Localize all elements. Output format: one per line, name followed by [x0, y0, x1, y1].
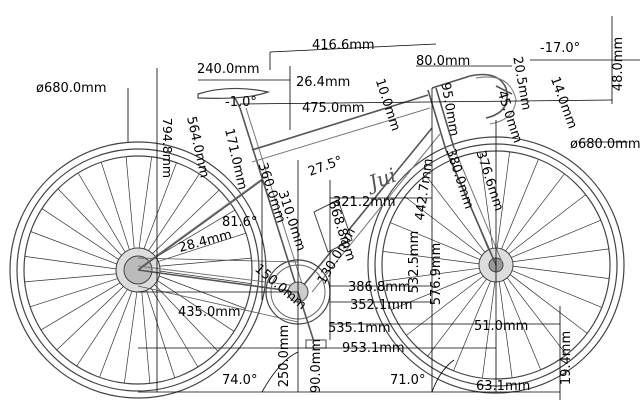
spoke [150, 275, 235, 332]
label-top-tube: 475.0mm [302, 101, 365, 116]
spoke [495, 151, 510, 258]
label-saddle-offset: 26.4mm [296, 75, 350, 90]
label-head-len: 442.7mm [413, 158, 437, 222]
saddle [197, 87, 271, 99]
label-saddle-setback: 240.0mm [197, 62, 260, 77]
spoke [151, 269, 252, 284]
label-seat-tube-ext: 171.0mm [221, 127, 250, 191]
label-wheel-dia-rear: ø680.0mm [36, 81, 107, 96]
spoke [503, 266, 602, 308]
dimension-labels: ø680.0mm ø680.0mm 794.8mm 240.0mm 26.4mm… [36, 37, 641, 394]
spoke [497, 159, 539, 258]
label-bb-height: 250.0mm [277, 325, 292, 388]
handlebar [469, 73, 508, 119]
label-reach-h: 352.1mm [350, 298, 413, 313]
spoke [40, 278, 128, 331]
spoke [143, 173, 200, 258]
spoke [482, 272, 497, 379]
spoke [57, 188, 128, 262]
rear-spokes [24, 156, 252, 384]
spoke [499, 173, 565, 259]
spoke [406, 270, 491, 336]
label-fork-rake: 51.0mm [474, 319, 528, 334]
label-front-center-v: 576.9mm [429, 243, 444, 306]
spoke [99, 283, 136, 378]
label-head-angle: 71.0° [390, 373, 425, 388]
spoke [146, 280, 199, 368]
label-bb-offset: 28.4mm [177, 227, 233, 256]
label-seatpost-len: 564.0mm [183, 115, 212, 179]
label-wheelbase: 953.1mm [342, 341, 405, 356]
spoke [76, 282, 133, 367]
label-wheel-dia-front: ø680.0mm [570, 137, 641, 152]
label-trail: 63.1mm [476, 379, 530, 394]
spoke [77, 172, 130, 260]
spoke [124, 283, 139, 384]
label-fork-len: 380.0mm [443, 147, 477, 211]
spoke [29, 275, 126, 308]
spoke [41, 208, 126, 265]
spoke [453, 272, 495, 371]
spoke [479, 152, 495, 258]
spoke [24, 256, 125, 271]
spoke [502, 219, 601, 262]
spoke [146, 189, 220, 260]
label-chainstay-angle: 81.6° [222, 215, 257, 230]
spoke [383, 266, 489, 282]
label-fork-offset: 95.0mm [437, 81, 461, 137]
spoke [143, 282, 176, 379]
label-seat-tube-ct: 321.2mm [333, 195, 396, 210]
label-top-reach: 416.6mm [312, 38, 375, 53]
label-seat-angle-small: 27.5° [306, 154, 344, 180]
label-crank-drop: 90.0mm [309, 339, 324, 393]
spoke [100, 161, 133, 258]
spoke [140, 283, 151, 384]
label-chainstay: 435.0mm [178, 305, 241, 320]
spoke [404, 196, 490, 262]
spoke [148, 209, 236, 262]
spoke [501, 194, 586, 260]
dimension-lines [127, 16, 640, 400]
label-stem-len: 80.0mm [416, 54, 470, 69]
spoke [137, 156, 152, 257]
label-front-center: 386.8mm [348, 280, 411, 295]
label-axle-drop: 19.4mm [559, 331, 574, 385]
spoke [391, 268, 490, 311]
spoke [497, 272, 513, 378]
spoke [390, 222, 489, 264]
label-saddle-angle: -1.0° [225, 95, 257, 110]
label-down-tube: 532.5mm [407, 231, 422, 294]
label-stem-angle: -17.0° [540, 41, 580, 56]
spoke [502, 268, 588, 334]
spoke [125, 156, 136, 257]
spoke [425, 175, 491, 260]
spoke [382, 251, 489, 266]
spoke [427, 271, 493, 357]
spoke [503, 248, 609, 264]
front-spokes [382, 151, 610, 379]
spoke [503, 264, 610, 279]
label-spacer: 48.0mm [611, 37, 626, 91]
label-bar-drop: 14.0mm [547, 75, 580, 131]
spoke [140, 162, 177, 257]
label-stack-total: 794.8mm [160, 118, 175, 178]
spoke [151, 272, 246, 309]
label-seat-angle: 74.0° [222, 373, 257, 388]
spoke [501, 270, 567, 355]
spoke [56, 280, 130, 351]
spoke [30, 231, 125, 268]
label-bb-front: 535.1mm [328, 321, 391, 336]
spoke [499, 271, 542, 370]
bike-frame [137, 73, 517, 293]
spoke [151, 257, 252, 268]
spoke [24, 272, 125, 283]
